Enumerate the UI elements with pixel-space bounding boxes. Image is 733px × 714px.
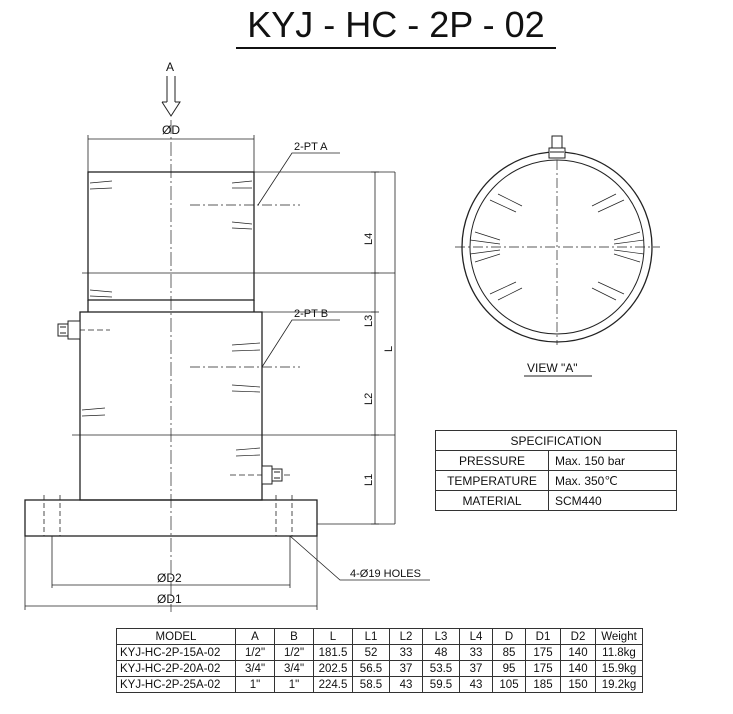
- cell: KYJ-HC-2P-25A-02: [116, 676, 236, 693]
- col-header: D: [492, 628, 526, 645]
- cell: 175: [525, 660, 561, 677]
- col-header: D2: [560, 628, 596, 645]
- cell: KYJ-HC-2P-15A-02: [116, 644, 236, 661]
- cell: 58.5: [352, 676, 390, 693]
- cell: 3/4": [235, 660, 275, 677]
- drawing-title: KYJ - HC - 2P - 02: [247, 4, 545, 45]
- cell: KYJ-HC-2P-20A-02: [116, 660, 236, 677]
- view-a-drawing: [455, 135, 660, 377]
- dim-d2-label: ØD2: [157, 571, 182, 585]
- cell: 37: [389, 660, 423, 677]
- model-row: KYJ-HC-2P-25A-02 1" 1" 224.5 58.5 43 59.…: [116, 676, 643, 693]
- col-header: D1: [525, 628, 561, 645]
- port-a-label: 2-PT A: [294, 141, 328, 153]
- holes-label: 4-Ø19 HOLES: [350, 568, 421, 580]
- col-header: A: [235, 628, 275, 645]
- view-a-label: VIEW "A": [527, 361, 578, 375]
- spec-row: MATERIAL SCM440: [435, 490, 677, 511]
- dim-d-label: ØD: [162, 123, 180, 137]
- dim-d1-label: ØD1: [157, 592, 182, 606]
- cell: 37: [459, 660, 493, 677]
- specification-table: SPECIFICATION PRESSURE Max. 150 bar TEMP…: [435, 430, 677, 511]
- cell: 43: [389, 676, 423, 693]
- col-header: L1: [352, 628, 390, 645]
- cell: 185: [525, 676, 561, 693]
- dim-l-label: L: [383, 346, 395, 352]
- spec-value: Max. 350℃: [548, 470, 677, 491]
- cell: 19.2kg: [595, 676, 643, 693]
- cell: 140: [560, 660, 596, 677]
- cell: 48: [422, 644, 460, 661]
- cell: 150: [560, 676, 596, 693]
- model-table: MODEL A B L L1 L2 L3 L4 D D1 D2 Weight K…: [116, 628, 643, 693]
- model-row: KYJ-HC-2P-15A-02 1/2" 1/2" 181.5 52 33 4…: [116, 644, 643, 661]
- col-header: L4: [459, 628, 493, 645]
- cell: 56.5: [352, 660, 390, 677]
- spec-value: SCM440: [548, 490, 677, 511]
- cell: 43: [459, 676, 493, 693]
- spec-key: TEMPERATURE: [435, 470, 549, 491]
- cell: 53.5: [422, 660, 460, 677]
- spec-key: MATERIAL: [435, 490, 549, 511]
- cell: 1": [235, 676, 275, 693]
- cell: 224.5: [313, 676, 353, 693]
- spec-row: TEMPERATURE Max. 350℃: [435, 470, 677, 491]
- cell: 33: [459, 644, 493, 661]
- title-underline: [236, 47, 556, 49]
- spec-heading: SPECIFICATION: [435, 430, 677, 451]
- cell: 140: [560, 644, 596, 661]
- spec-row: PRESSURE Max. 150 bar: [435, 450, 677, 471]
- view-arrow-icon: [161, 76, 181, 117]
- cell: 95: [492, 660, 526, 677]
- col-header: L2: [389, 628, 423, 645]
- cell: 52: [352, 644, 390, 661]
- arrow-label: A: [166, 60, 174, 74]
- dim-l1-label: L1: [363, 474, 375, 486]
- cell: 1/2": [274, 644, 314, 661]
- spec-key: PRESSURE: [435, 450, 549, 471]
- col-header: L: [313, 628, 353, 645]
- cell: 59.5: [422, 676, 460, 693]
- col-header: B: [274, 628, 314, 645]
- port-b-label: 2-PT B: [294, 308, 328, 320]
- cell: 105: [492, 676, 526, 693]
- col-header: MODEL: [116, 628, 236, 645]
- cell: 175: [525, 644, 561, 661]
- dim-l3-label: L3: [363, 315, 375, 327]
- model-header-row: MODEL A B L L1 L2 L3 L4 D D1 D2 Weight: [116, 628, 643, 645]
- cell: 1/2": [235, 644, 275, 661]
- cell: 11.8kg: [595, 644, 643, 661]
- cell: 202.5: [313, 660, 353, 677]
- col-header: L3: [422, 628, 460, 645]
- cell: 3/4": [274, 660, 314, 677]
- dim-l4-label: L4: [363, 233, 375, 245]
- cell: 181.5: [313, 644, 353, 661]
- cell: 15.9kg: [595, 660, 643, 677]
- spec-value: Max. 150 bar: [548, 450, 677, 471]
- col-header: Weight: [595, 628, 643, 645]
- cell: 85: [492, 644, 526, 661]
- model-row: KYJ-HC-2P-20A-02 3/4" 3/4" 202.5 56.5 37…: [116, 660, 643, 677]
- cell: 1": [274, 676, 314, 693]
- cell: 33: [389, 644, 423, 661]
- dim-l2-label: L2: [363, 393, 375, 405]
